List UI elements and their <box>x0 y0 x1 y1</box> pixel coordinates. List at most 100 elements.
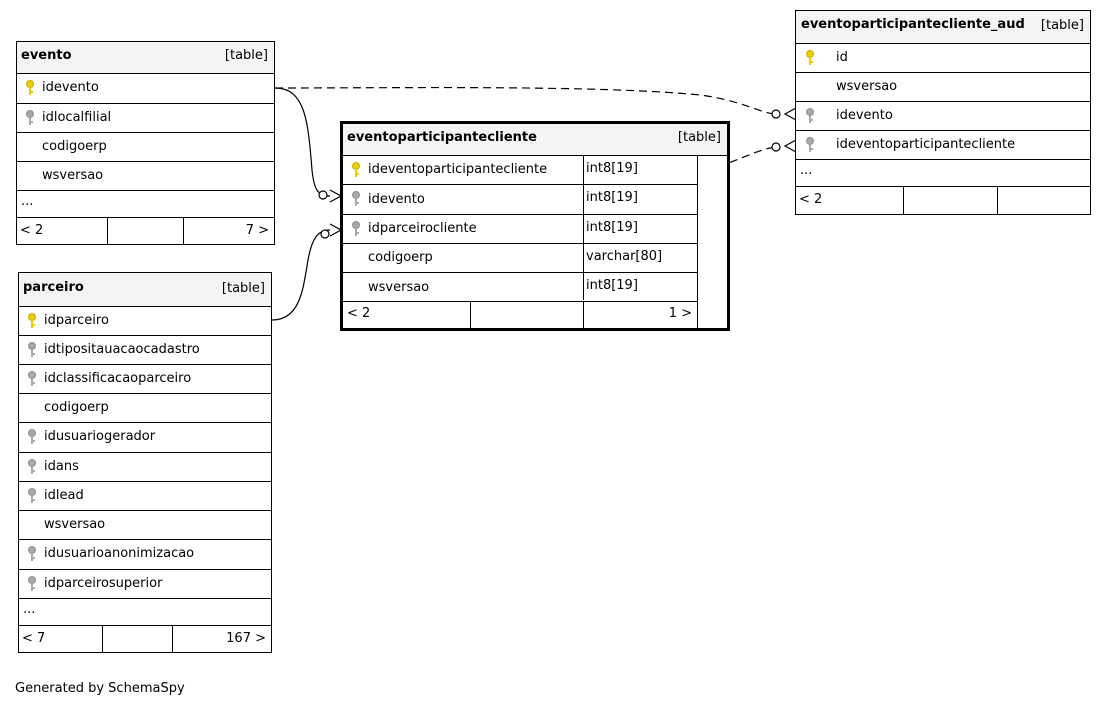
column-name: idevento <box>368 192 425 207</box>
primary-key-icon <box>26 80 34 95</box>
column-name: idlocalfilial <box>42 110 112 125</box>
link-evento-zero-marker <box>318 190 328 200</box>
children-count[interactable]: 7 > <box>245 223 269 238</box>
column-type: varchar[80] <box>586 249 663 264</box>
link-parceiro-zero-marker <box>320 229 330 239</box>
column-row[interactable]: codigoerp varchar[80] <box>343 244 697 273</box>
foreign-key-icon <box>28 342 36 357</box>
column-row[interactable]: idusuariogerador <box>19 423 271 453</box>
column-row[interactable]: idparceiro <box>19 307 271 336</box>
column-name: idevento <box>836 108 893 123</box>
column-name: idans <box>44 459 79 474</box>
foreign-key-icon <box>352 221 360 236</box>
column-name: idparceiro <box>44 313 109 328</box>
children-count[interactable]: 167 > <box>226 631 266 646</box>
column-row[interactable]: idusuarioanonimizacao <box>19 540 271 570</box>
table-name: eventoparticipantecliente_aud <box>801 17 1025 32</box>
relations-row: < 2 <box>796 187 1090 214</box>
column-name: codigoerp <box>368 250 433 265</box>
foreign-key-icon <box>352 191 360 206</box>
foreign-key-icon <box>28 429 36 444</box>
column-row[interactable]: idparceirosuperior <box>19 570 271 599</box>
column-name: id <box>836 50 848 65</box>
column-row[interactable]: wsversao <box>17 162 274 191</box>
column-row[interactable]: id <box>796 44 1090 73</box>
link-participante-aud-crowfoot <box>783 139 797 153</box>
table-name: eventoparticipantecliente <box>347 130 537 145</box>
right-divider <box>697 156 698 328</box>
column-type: int8[19] <box>586 190 638 205</box>
column-name: wsversao <box>44 517 106 532</box>
column-name: idusuarioanonimizacao <box>44 546 195 561</box>
column-row[interactable]: idevento <box>17 74 274 104</box>
column-row[interactable]: idclassificacaoparceiro <box>19 365 271 394</box>
column-row[interactable]: wsversao int8[19] <box>343 273 697 302</box>
column-type: int8[19] <box>586 161 638 176</box>
parents-count[interactable]: < 2 <box>799 192 823 207</box>
primary-key-icon <box>28 313 36 328</box>
column-row[interactable]: codigoerp <box>17 133 274 162</box>
link-evento-to-participante <box>274 87 331 197</box>
column-row[interactable]: idlead <box>19 482 271 511</box>
link-evento-aud-crowfoot <box>783 107 797 121</box>
table-kind: [table] <box>221 281 265 296</box>
column-name: wsversao <box>836 79 898 94</box>
foreign-key-icon <box>806 137 814 152</box>
column-row[interactable]: ideventoparticipantecliente int8[19] <box>343 156 697 185</box>
relations-row: < 2 7 > <box>17 218 274 244</box>
column-name: idlead <box>44 488 84 503</box>
column-name: idclassificacaoparceiro <box>44 371 192 386</box>
table-name: evento <box>21 48 72 63</box>
column-row[interactable]: idevento <box>796 102 1090 131</box>
column-name: wsversao <box>42 168 104 183</box>
table-eventoparticipantecliente[interactable]: eventoparticipantecliente [table] ideven… <box>340 121 730 331</box>
column-row[interactable]: idparceirocliente int8[19] <box>343 215 697 244</box>
table-kind: [table] <box>224 48 268 63</box>
link-evento-aud-zero-marker <box>771 109 781 119</box>
table-kind: [table] <box>677 130 721 145</box>
table-header: evento [table] <box>17 42 274 74</box>
column-name: codigoerp <box>44 400 109 415</box>
foreign-key-icon <box>28 459 36 474</box>
foreign-key-icon <box>806 108 814 123</box>
link-evento-to-aud <box>274 86 776 115</box>
parents-count[interactable]: < 7 <box>22 631 46 646</box>
generated-by-footer: Generated by SchemaSpy <box>15 681 185 696</box>
table-header: eventoparticipantecliente [table] <box>343 124 727 156</box>
column-row[interactable]: codigoerp <box>19 394 271 423</box>
column-row[interactable]: idtipositauacaocadastro <box>19 336 271 365</box>
column-name: idevento <box>42 80 99 95</box>
link-participante-aud-zero-marker <box>771 142 781 152</box>
table-evento[interactable]: evento [table] idevento idlocalfilial co… <box>16 41 275 245</box>
type-divider <box>583 156 584 300</box>
more-indicator: ... <box>800 163 813 178</box>
table-kind: [table] <box>1040 18 1084 33</box>
relations-row: < 7 167 > <box>19 626 271 652</box>
foreign-key-icon <box>28 546 36 561</box>
foreign-key-icon <box>26 110 34 125</box>
more-columns-row: ... <box>796 160 1090 187</box>
column-name: idtipositauacaocadastro <box>44 342 200 357</box>
parents-count[interactable]: < 2 <box>20 223 44 238</box>
primary-key-icon <box>806 50 814 65</box>
children-count[interactable]: 1 > <box>668 306 692 321</box>
column-row[interactable]: ideventoparticipantecliente <box>796 131 1090 160</box>
column-name: idparceirocliente <box>368 221 477 236</box>
relations-row: < 2 1 > <box>343 302 697 328</box>
link-parceiro-to-participante <box>271 229 331 321</box>
column-name: codigoerp <box>42 139 107 154</box>
more-columns-row: ... <box>19 599 271 626</box>
primary-key-icon <box>352 162 360 177</box>
column-name: wsversao <box>368 280 430 295</box>
column-row[interactable]: wsversao <box>19 511 271 540</box>
more-indicator: ... <box>21 194 34 209</box>
parents-count[interactable]: < 2 <box>347 306 371 321</box>
column-row[interactable]: idevento int8[19] <box>343 185 697 215</box>
column-row[interactable]: idlocalfilial <box>17 104 274 133</box>
foreign-key-icon <box>28 488 36 503</box>
column-row[interactable]: idans <box>19 453 271 482</box>
table-parceiro[interactable]: parceiro [table] idparceiro idtipositaua… <box>18 272 272 653</box>
table-eventoparticipantecliente-aud[interactable]: eventoparticipantecliente_aud [table] id… <box>795 10 1091 215</box>
column-row[interactable]: wsversao <box>796 73 1090 102</box>
